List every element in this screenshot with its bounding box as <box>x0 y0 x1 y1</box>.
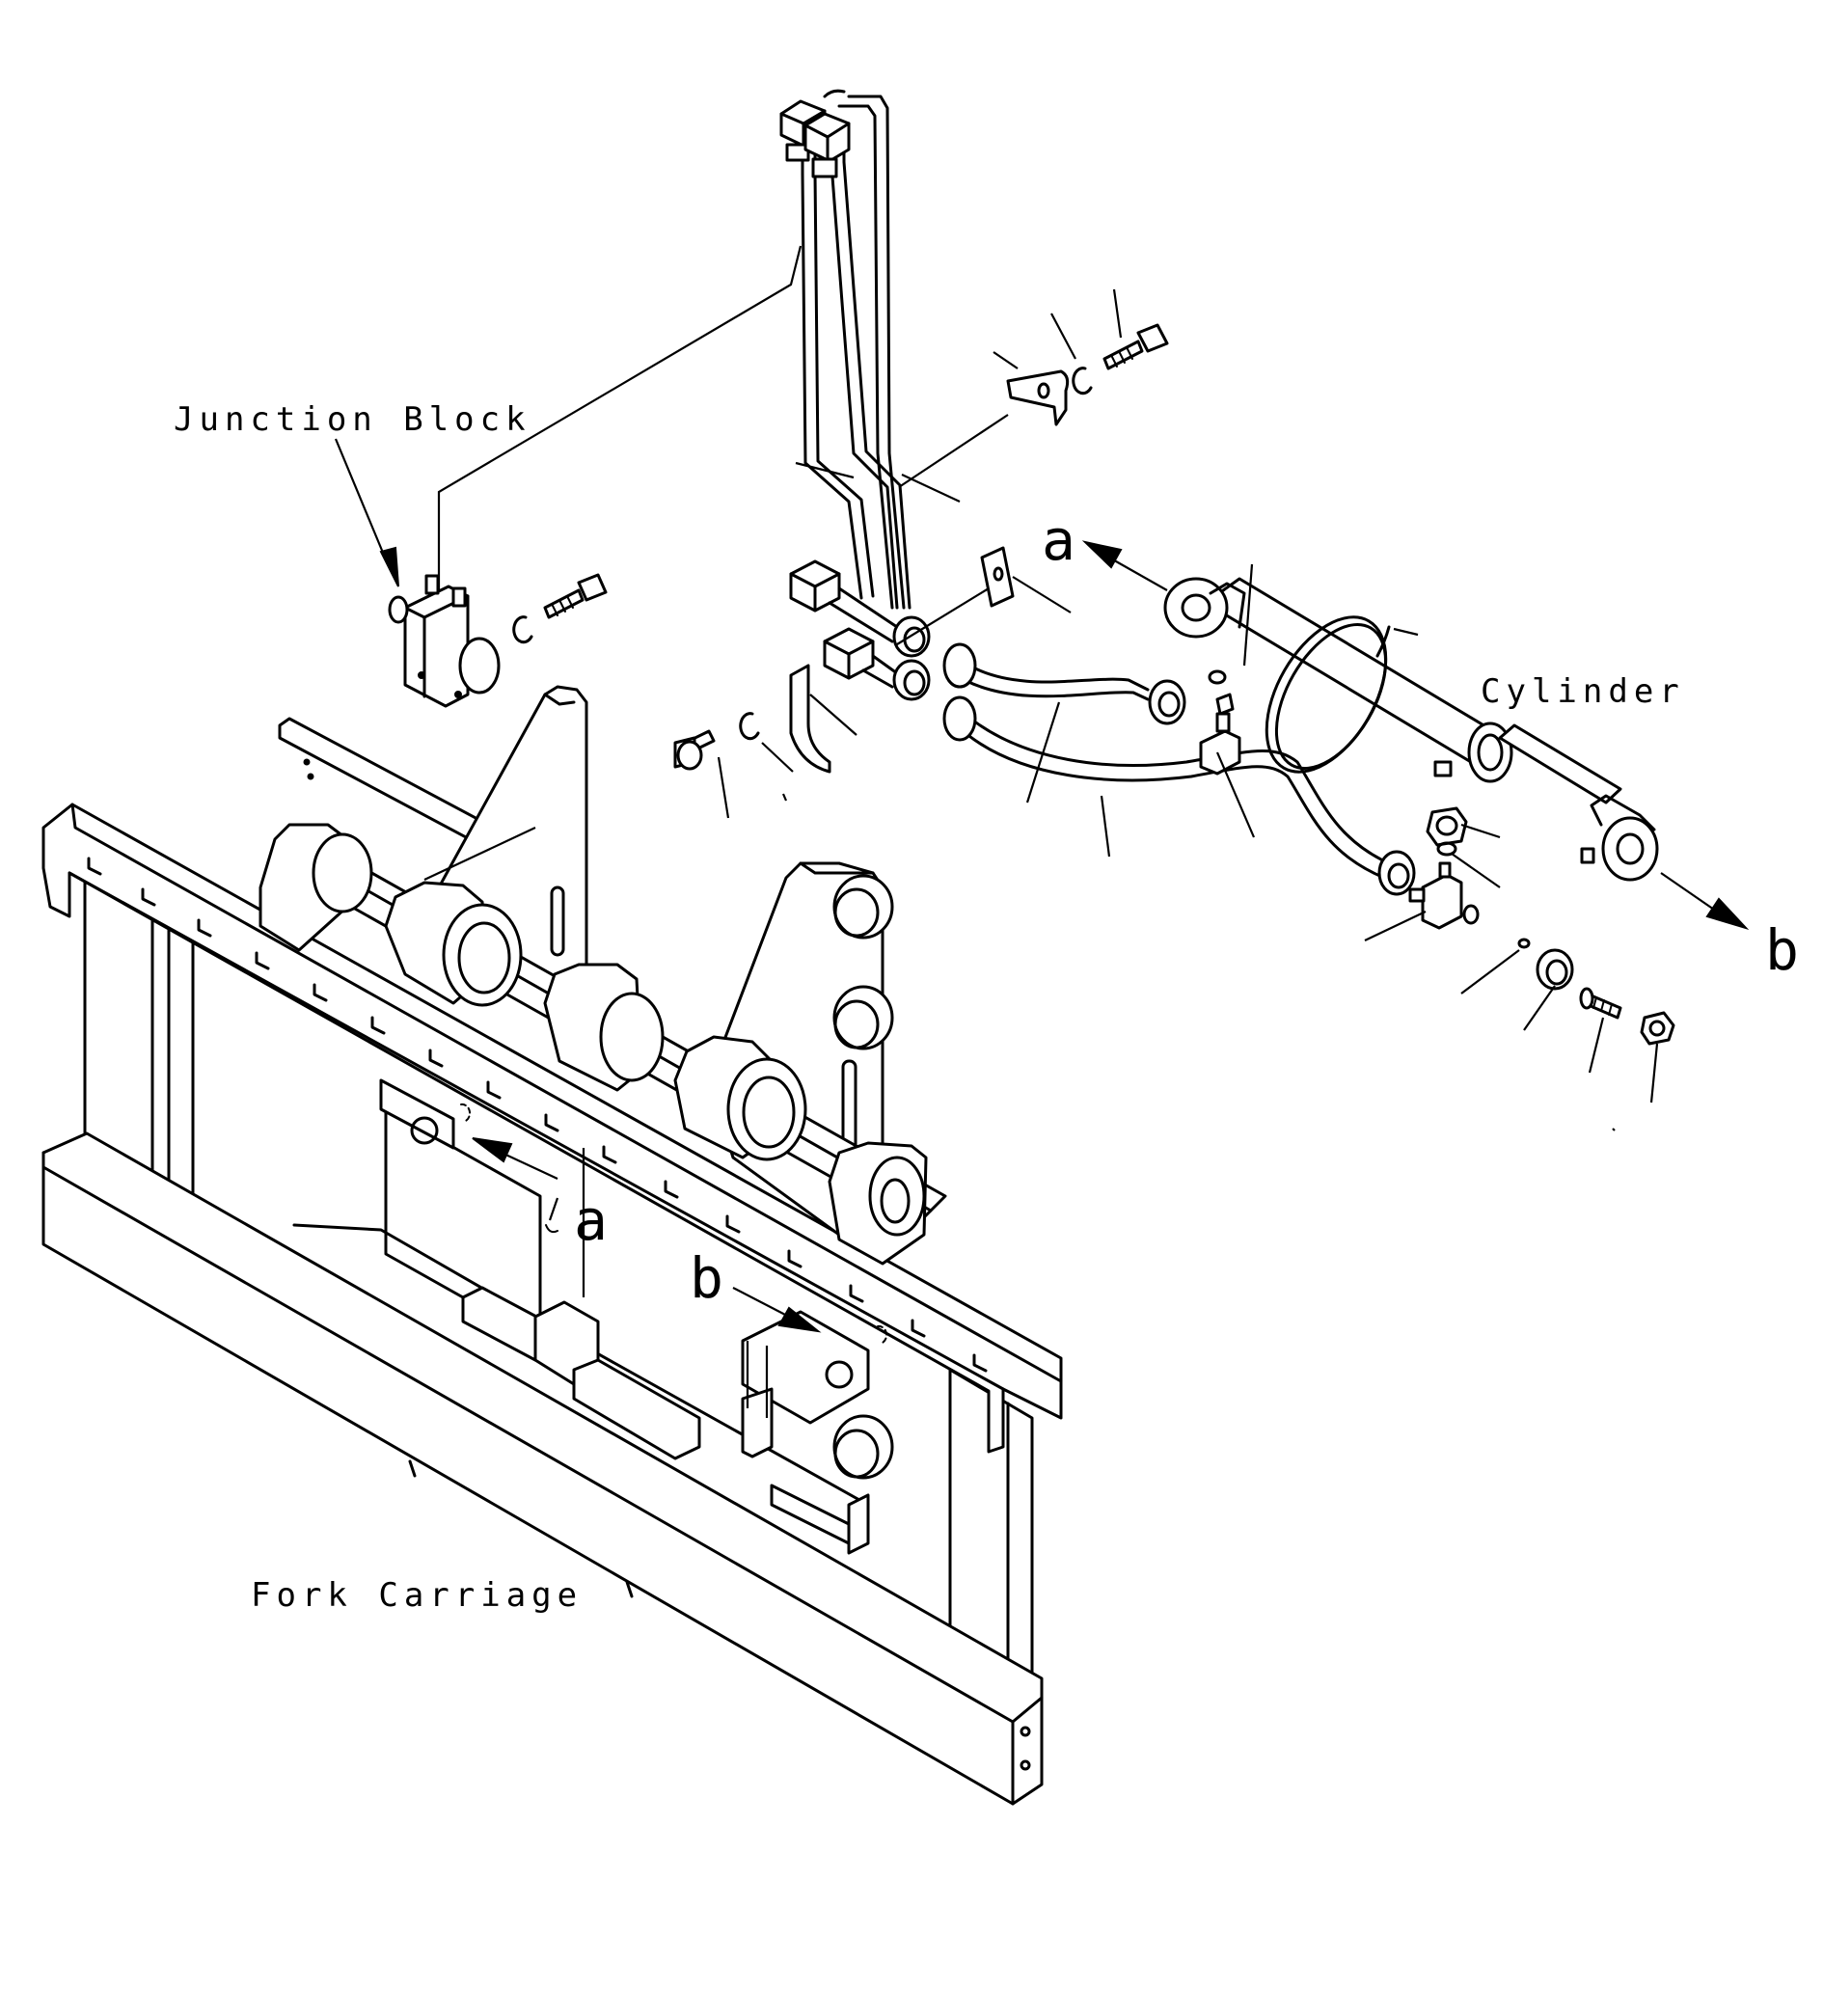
hydraulic-pipes <box>779 89 931 701</box>
callout-b-carriage: b <box>690 1245 723 1311</box>
cylinder-rod-eye <box>1601 816 1659 882</box>
bushing-5 <box>828 1141 928 1266</box>
cylinder-rod <box>1498 723 1622 804</box>
arrow-b-carriage <box>777 1306 822 1333</box>
junction-bolt <box>543 573 608 619</box>
lower-snap-ring <box>739 712 760 741</box>
o-ring-2 <box>1436 841 1457 857</box>
cylinder-label: Cylinder <box>1481 672 1685 711</box>
callout-a-carriage: a <box>574 1187 608 1253</box>
junction-block-pointer <box>334 438 399 587</box>
lower-pipe-fasteners <box>673 712 760 771</box>
lower-bolt <box>673 729 716 771</box>
carriage-bumper-right <box>572 1358 701 1460</box>
arrow-b-right <box>1705 897 1750 931</box>
upper-snap-ring <box>1072 367 1093 395</box>
fork-carriage-label: Fork Carriage <box>251 1576 583 1615</box>
upper-bolt <box>1102 323 1169 370</box>
bushing-3 <box>543 963 665 1092</box>
arrow-a-carriage <box>472 1137 513 1163</box>
tee-fitting <box>1199 693 1241 776</box>
carriage-bottom-beam <box>41 1131 1044 1806</box>
bushing-4 <box>673 1035 807 1161</box>
rail-notches <box>87 857 988 1373</box>
junction-block <box>388 574 501 708</box>
hex-nut-2 <box>1640 1011 1675 1046</box>
bushing-1 <box>258 823 373 952</box>
pipe-nut-fittings <box>892 615 931 701</box>
snap-ring <box>512 615 533 644</box>
callout-a-top: a <box>1042 507 1075 573</box>
fork-carriage <box>41 803 1063 1806</box>
junction-fasteners <box>512 573 608 644</box>
cylinder <box>1163 577 1659 882</box>
arm-bolt-heads <box>832 874 894 1480</box>
connection-arrows <box>460 540 1750 1345</box>
junction-block-side-port <box>458 637 501 695</box>
hex-nut-1 <box>1426 806 1468 847</box>
arrow-a-top <box>1081 540 1123 569</box>
o-ring-3 <box>1517 938 1531 949</box>
lower-mount-plate <box>379 1078 870 1555</box>
small-parts <box>1208 669 1675 1046</box>
junction-block-label: Junction Block <box>174 400 531 439</box>
pipe-elbow-fitting-2 <box>823 627 899 689</box>
hose-fittings <box>942 642 1416 896</box>
leader-lines <box>423 245 1659 1418</box>
pipe-clamp-bracket <box>789 664 831 774</box>
carriage-shaft <box>258 823 947 1266</box>
o-ring-1 <box>1208 669 1227 685</box>
upper-bracket <box>1006 323 1169 426</box>
cylinder-barrel <box>1204 577 1507 764</box>
callout-b-right: b <box>1765 917 1799 983</box>
tee-block <box>1408 861 1480 930</box>
bushing-2 <box>384 881 523 1007</box>
top-pipe-fittings <box>779 89 851 178</box>
clamp-plate <box>980 546 1015 608</box>
small-bolt <box>1579 987 1622 1020</box>
